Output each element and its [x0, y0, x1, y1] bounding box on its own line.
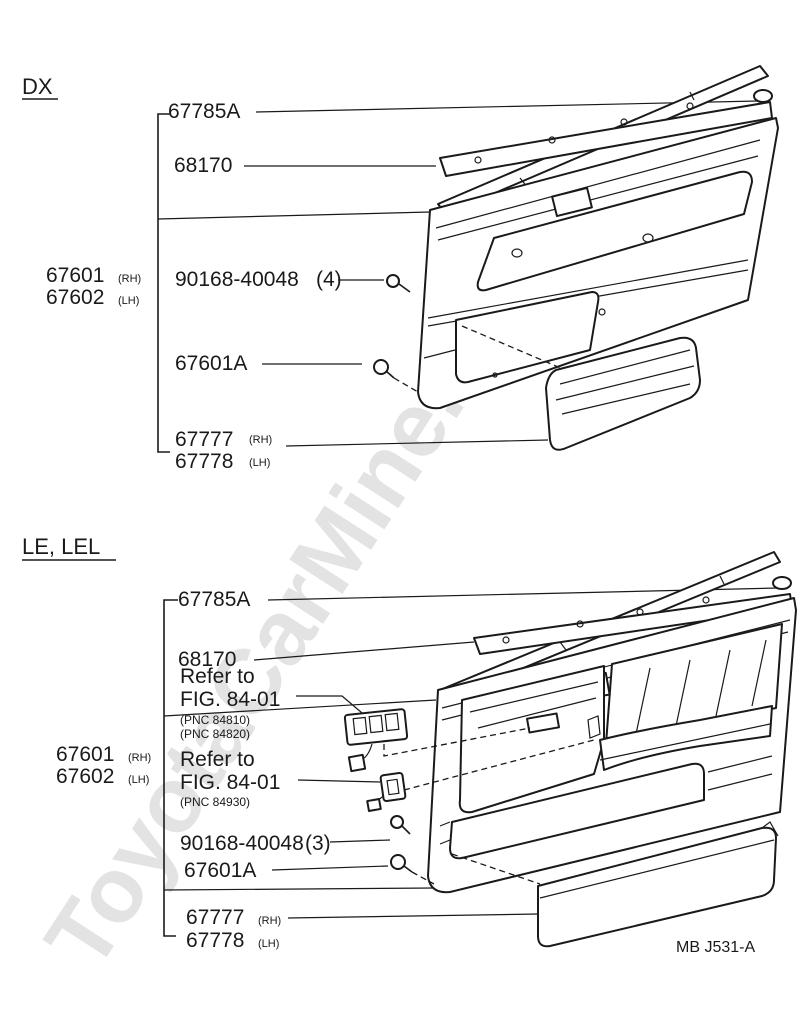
le-label-67601A: 67601A — [184, 859, 256, 882]
dx-label-67777: 67777 — [175, 428, 233, 451]
dx-label-67602: 67602 — [46, 286, 104, 309]
dx-label-67777-side: (RH) — [249, 434, 272, 446]
le-label-90168: 90168-40048 — [180, 832, 304, 855]
le-door-trim-panel — [427, 597, 797, 894]
dx-label-67601-side: (RH) — [118, 273, 141, 285]
le-leader-67601A — [271, 865, 389, 871]
le-leader-panel-bottom — [163, 887, 437, 891]
le-header: LE, LEL — [22, 534, 100, 559]
le-door-pocket — [537, 821, 779, 948]
le-label-67601-side: (RH) — [128, 752, 151, 764]
le-ref1-line2: FIG. 84-01 — [180, 688, 280, 711]
dx-label-67778-side: (LH) — [249, 457, 270, 469]
dx-clip — [753, 89, 773, 103]
le-ref1-line1: Refer to — [180, 665, 255, 688]
le-leader-90168 — [329, 839, 391, 843]
le-clip — [772, 576, 792, 590]
le-leader-ref1 — [296, 695, 369, 719]
dx-label-67602-side: (LH) — [118, 295, 139, 307]
le-label-67778: 67778 — [186, 929, 244, 952]
le-label-67602: 67602 — [56, 765, 114, 788]
le-door-lock-switch — [366, 771, 407, 812]
le-section: LE, LEL 67785A 68170 Refer to FIG. 84-01… — [22, 534, 797, 956]
le-dash-screw — [411, 871, 435, 885]
le-leader-67601 — [163, 699, 437, 717]
le-dash-switch — [383, 727, 531, 757]
dx-label-67785A: 67785A — [168, 100, 240, 123]
dx-clip-90168 — [386, 274, 411, 293]
le-bracket — [163, 599, 178, 937]
le-leader-ref2 — [297, 779, 381, 783]
dx-screw-67601A — [373, 359, 395, 379]
dx-door-trim-panel — [417, 117, 779, 410]
dx-bracket — [157, 113, 170, 453]
le-label-90168-qty: (3) — [305, 832, 331, 855]
le-label-67777: 67777 — [186, 906, 244, 929]
le-label-68170: 68170 — [178, 648, 236, 671]
le-power-window-switch — [343, 708, 409, 773]
dx-weatherstrip-inner — [439, 101, 773, 177]
le-label-67601: 67601 — [56, 743, 114, 766]
le-ref2-line2: FIG. 84-01 — [180, 771, 280, 794]
le-label-67785A: 67785A — [178, 588, 250, 611]
dx-label-67601A: 67601A — [175, 352, 247, 375]
dx-label-90168: 90168-40048 — [175, 268, 299, 291]
le-label-67602-side: (LH) — [128, 774, 149, 786]
le-leader-67777 — [287, 913, 539, 919]
le-dash-lock — [403, 739, 595, 791]
le-label-67778-side: (LH) — [258, 938, 279, 950]
le-ref2-line1: Refer to — [180, 748, 255, 771]
le-ref2-pnc: (PNC 84930) — [180, 795, 250, 809]
le-ref1-pnc1: (PNC 84810) — [180, 713, 250, 727]
dx-leader-67601 — [157, 211, 431, 220]
le-leader-68170 — [253, 641, 475, 661]
le-clip-90168 — [390, 815, 411, 835]
le-label-67777-side: (RH) — [258, 915, 281, 927]
dx-leader-67777 — [285, 439, 549, 447]
dx-section: DX 67785A 68170 67601 (RH) 67602 (LH) 90… — [22, 65, 779, 473]
figure-code: MB J531-A — [676, 939, 755, 956]
dx-dash-screw — [393, 377, 419, 393]
le-ref1-pnc2: (PNC 84820) — [180, 727, 250, 741]
le-dash-pocket — [451, 853, 541, 885]
dx-header: DX — [22, 74, 53, 99]
dx-label-90168-qty: (4) — [316, 268, 342, 291]
le-screw-67601A — [390, 854, 413, 873]
dx-label-68170: 68170 — [174, 154, 232, 177]
dx-label-67601: 67601 — [46, 264, 104, 287]
dx-label-67778: 67778 — [175, 450, 233, 473]
dx-door-pocket — [545, 336, 701, 451]
